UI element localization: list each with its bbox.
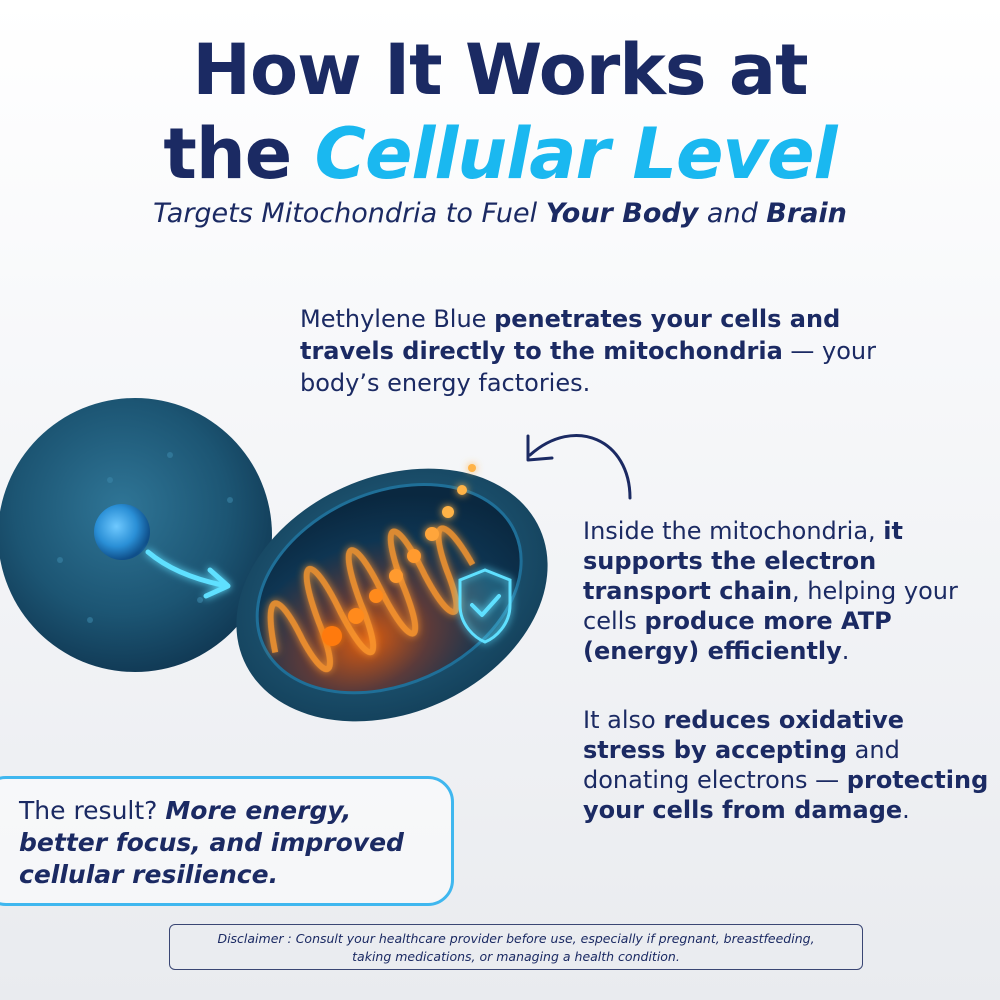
title-line-1: How It Works at	[192, 29, 808, 111]
p2-part-2: , helping your cells	[583, 577, 958, 635]
electron-chain	[322, 464, 476, 646]
p2-bold-2: produce more ATP (energy) efficiently	[583, 607, 892, 665]
p3-bold-2: protecting your cells from damage	[583, 766, 989, 824]
disclaimer-line-2: taking medications, or managing a health…	[352, 949, 680, 964]
result-part-1: The result?	[19, 796, 166, 825]
result-callout: The result? More energy, better focus, a…	[0, 776, 454, 906]
p3-part-1: It also	[583, 706, 664, 734]
p3-bold-1: reduces oxidative stress by accepting	[583, 706, 905, 764]
subtitle-bold-2: Brain	[766, 198, 847, 229]
disclaimer-line-1: Disclaimer : Consult your healthcare pro…	[217, 931, 815, 946]
paragraph-electron-transport: Inside the mitochondria, it supports the…	[583, 516, 993, 666]
title-line-2-prefix: the	[163, 113, 315, 195]
p1-part-2: — your body’s energy factories.	[300, 337, 876, 397]
p1-bold-1: penetrates your cells and travels direct…	[300, 305, 841, 365]
p2-part-1: Inside the mitochondria,	[583, 517, 884, 545]
paragraph-penetrates: Methylene Blue penetrates your cells and…	[300, 303, 940, 399]
p2-part-3: .	[841, 637, 850, 665]
subtitle-part-1: Targets Mitochondria to Fuel	[153, 198, 546, 229]
subtitle: Targets Mitochondria to Fuel Your Body a…	[0, 198, 1000, 229]
p3-part-2: and donating electrons —	[583, 736, 900, 794]
title-line-2: the Cellular Level	[0, 112, 1000, 196]
result-bold: More energy, better focus, and improved …	[19, 796, 404, 889]
nucleus	[94, 504, 150, 560]
title-accent: Cellular Level	[314, 113, 838, 195]
paragraph-oxidative-stress: It also reduces oxidative stress by acce…	[583, 705, 993, 825]
curved-arrow-icon	[526, 434, 632, 500]
subtitle-part-2: and	[698, 198, 767, 229]
shield-check-icon	[458, 568, 512, 644]
p3-part-3: .	[902, 796, 910, 824]
page-title: How It Works at the Cellular Level	[0, 28, 1000, 196]
p1-part-1: Methylene Blue	[300, 305, 495, 333]
subtitle-bold-1: Your Body	[545, 198, 699, 229]
p2-bold-1: it supports the electron transport chain	[583, 517, 903, 605]
disclaimer-box: Disclaimer : Consult your healthcare pro…	[169, 924, 863, 970]
arrow-icon	[145, 549, 231, 599]
